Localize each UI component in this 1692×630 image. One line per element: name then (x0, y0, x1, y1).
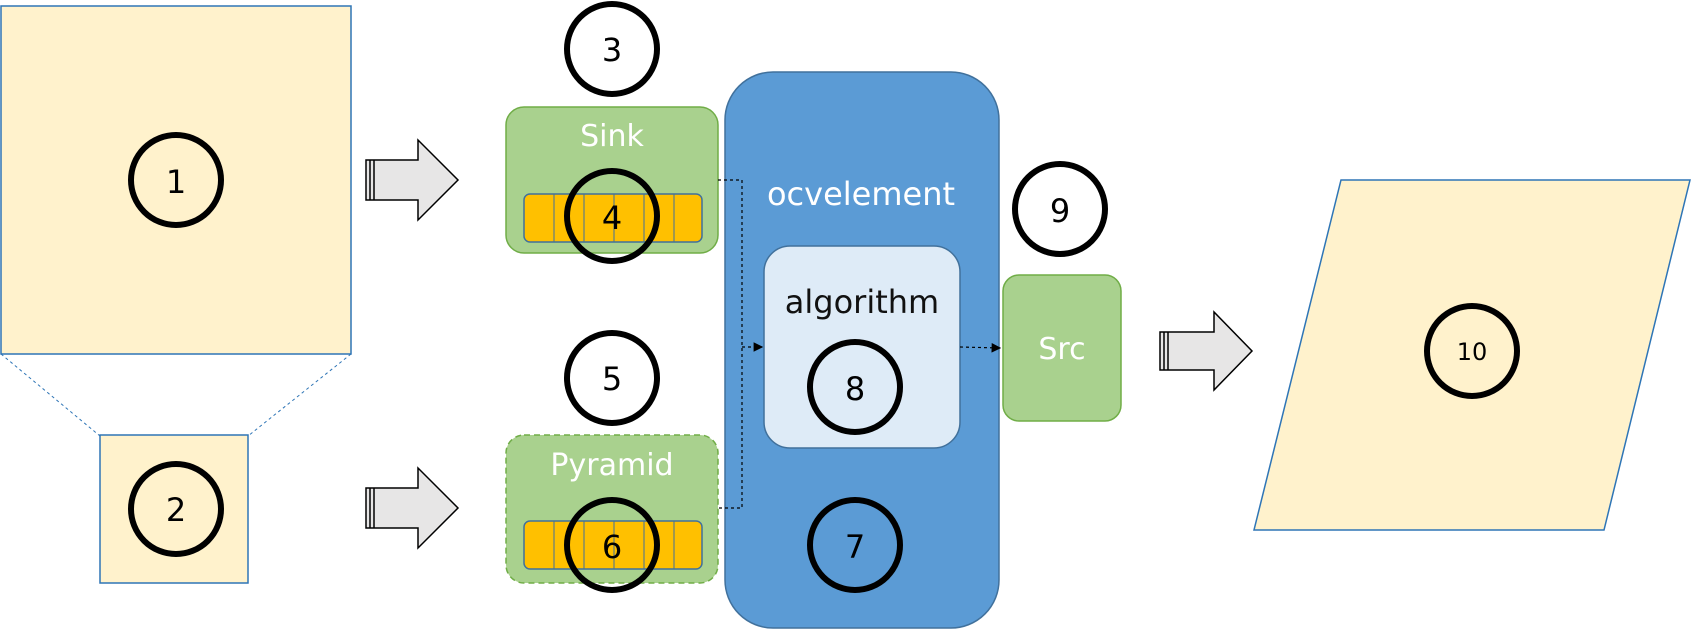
right-block-arrow-icon (1159, 310, 1254, 392)
right-block-arrow-icon (365, 466, 460, 550)
zoom-line-right (247, 353, 352, 437)
marker-3: 3 (564, 1, 660, 97)
marker-7: 7 (807, 497, 903, 593)
svg-text:7: 7 (845, 528, 865, 566)
input-image-large (0, 5, 352, 355)
zoom-line-left (0, 353, 101, 437)
svg-text:1: 1 (166, 163, 186, 201)
marker-8: 8 (807, 339, 903, 435)
src-box (1002, 274, 1122, 422)
ocvelement-label: ocvelement (767, 175, 955, 213)
svg-text:2: 2 (166, 491, 186, 529)
svg-text:10: 10 (1457, 338, 1488, 366)
svg-text:5: 5 (602, 360, 622, 398)
svg-text:3: 3 (602, 31, 622, 69)
marker-6: 6 (564, 497, 660, 593)
pyramid-label: Pyramid (550, 448, 673, 483)
right-block-arrow-icon (365, 138, 460, 222)
svg-text:8: 8 (845, 370, 865, 408)
marker-5: 5 (564, 330, 660, 426)
src-label: Src (1038, 332, 1085, 367)
svg-text:9: 9 (1050, 192, 1070, 230)
svg-text:6: 6 (602, 528, 622, 566)
svg-text:4: 4 (602, 199, 622, 237)
output-parallelogram (1253, 179, 1691, 531)
marker-4: 4 (564, 168, 660, 264)
marker-1: 1 (128, 132, 224, 228)
sink-label: Sink (580, 119, 644, 154)
marker-10: 10 (1424, 303, 1520, 399)
dotted-connector-arrow (718, 179, 1002, 509)
algorithm-box (763, 245, 961, 449)
marker-9: 9 (1012, 161, 1108, 257)
algorithm-label: algorithm (785, 283, 939, 321)
marker-2: 2 (128, 461, 224, 557)
